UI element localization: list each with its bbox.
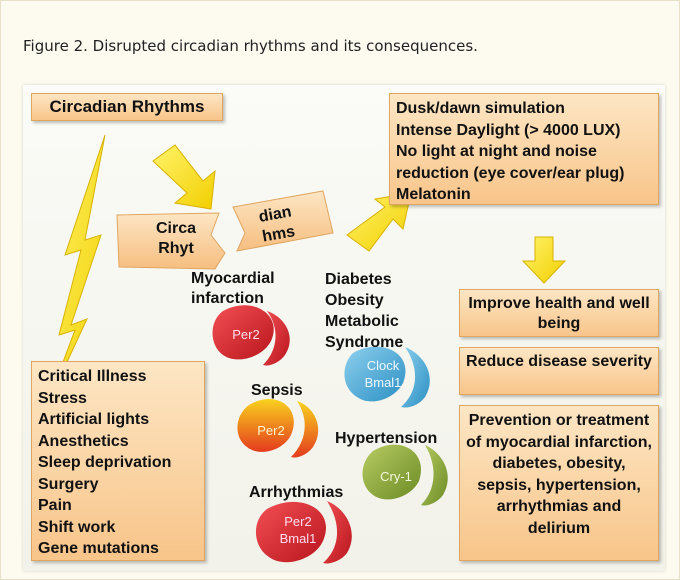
cause-item: Stress [38,389,87,407]
myocardial-infarction-label: Myocardial infarction [191,270,275,307]
broken-left-bottom: Rhyt [158,240,194,257]
intervention-item: Melatonin [396,186,471,203]
diagram-graphics [46,134,567,564]
hypertension-label: Hypertension [335,430,438,447]
per2-sepsis-gene: Per2 [257,423,285,438]
cause-item: Pain [38,497,72,514]
broken-left-top: Circa [155,220,197,237]
arrow-up-right-icon [346,192,412,252]
cause-item: Surgery [38,475,99,493]
arrhythmias-label: Arrhythmias [249,484,344,501]
cause-item: Gene mutations [38,540,159,557]
clock-bmal1-gene: Clock Bmal1 [364,358,402,390]
cause-item: Artificial lights [38,411,150,428]
per2-sepsis-leaf [237,398,319,458]
broken-piece-right [232,190,334,252]
per2-mi-gene: Per2 [232,327,260,342]
sepsis-label: Sepsis [251,382,303,399]
figure-caption: Figure 2. Disrupted circadian rhythms an… [23,37,478,55]
per2-mi-leaf [212,305,290,366]
improve-health-text: Improve health and well being [468,295,650,332]
arrow-down-icon [521,236,567,284]
cry1-gene: Cry-1 [380,469,412,484]
per2-bmal1-gene: Per2 Bmal1 [279,514,317,546]
intervention-item: Dusk/dawn simulation [396,100,565,117]
title-box: Circadian Rhythms [31,93,223,121]
broken-piece-left [116,212,226,270]
arrow-down-right-icon [152,144,216,210]
diagram-panel: Circadian Rhythms Circa Rhyt dian hms Du… [23,85,665,571]
prevention-text: Prevention or treatment of myocardial in… [466,412,652,537]
intervention-item: No light at night and noise [396,143,597,160]
clock-bmal1-leaf [344,346,430,408]
intervention-item: Intense Daylight (> 4000 LUX) [396,121,621,139]
interventions-box: Dusk/dawn simulation Intense Daylight (>… [389,93,659,205]
broken-left-label: Circa Rhyt [141,219,211,259]
causes-box: Critical Illness Stress Artificial light… [31,361,205,561]
cause-item: Sleep deprivation [38,454,172,471]
per2-bmal1-leaf [255,501,352,564]
cry1-leaf [362,444,448,506]
improve-health-box: Improve health and well being [459,289,659,337]
prevention-box: Prevention or treatment of myocardial in… [459,405,659,561]
cause-item: Anesthetics [38,432,129,450]
intervention-item: reduction (eye cover/ear plug) [396,164,625,182]
diabetes-obesity-label: Diabetes Obesity Metabolic Syndrome [325,271,404,351]
reduce-severity-text: Reduce disease severity [466,353,652,370]
cause-item: Shift work [38,518,116,536]
title-text: Circadian Rhythms [49,97,205,116]
reduce-severity-box: Reduce disease severity [459,347,659,395]
cause-item: Critical Illness [38,368,147,385]
